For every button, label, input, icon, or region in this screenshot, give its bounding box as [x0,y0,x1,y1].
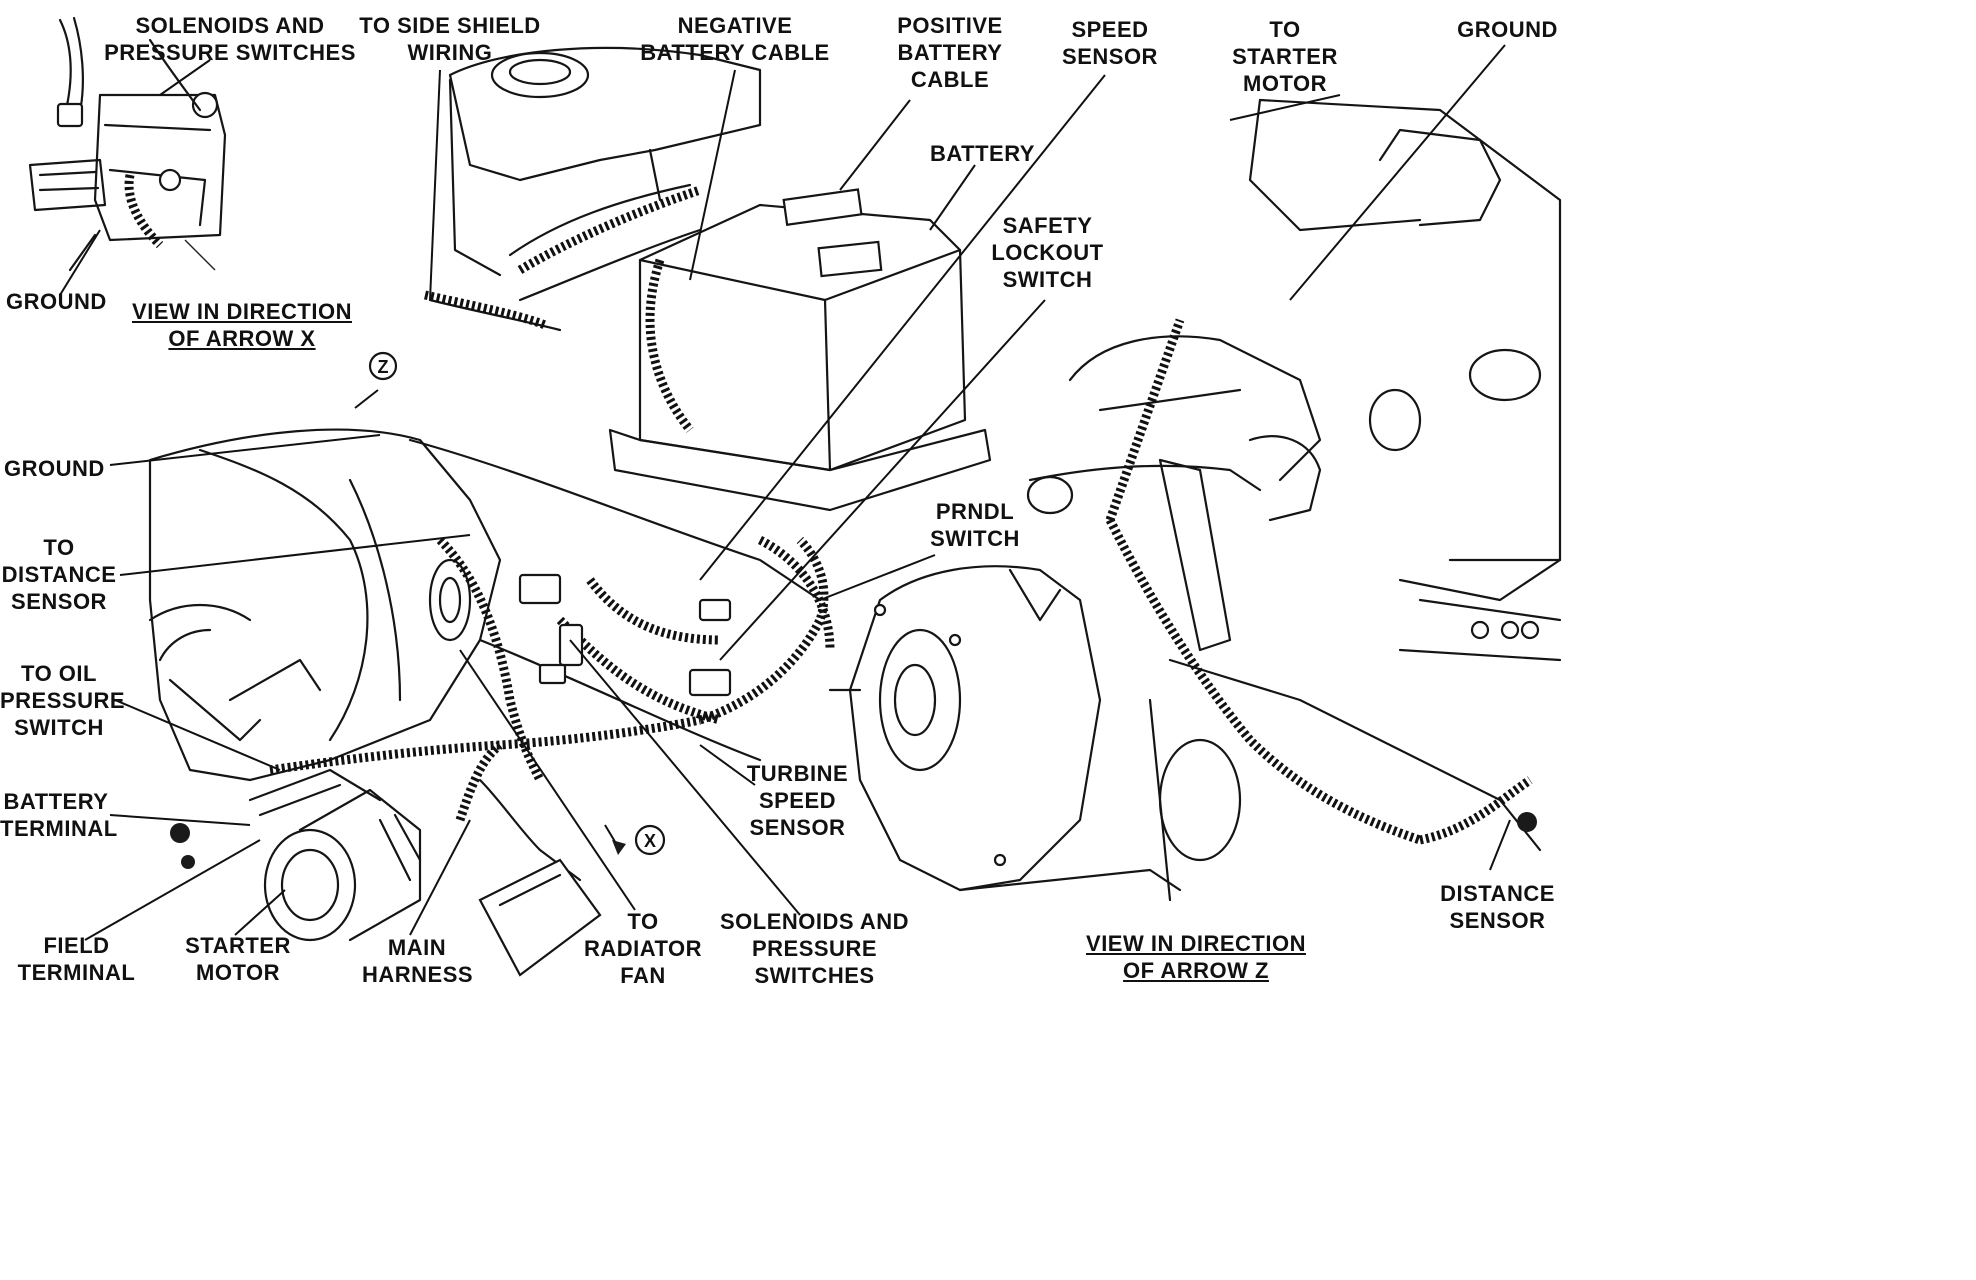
leader-ground-inset [59,229,101,296]
leader-distance-sensor [1489,819,1511,871]
label-battery-terminal: BATTERY TERMINAL [0,789,118,841]
label-negative-battery-cable: NEGATIVE BATTERY CABLE [640,13,830,65]
label-positive-battery-cable: POSITIVE BATTERY CABLE [897,13,1003,92]
label-to-starter-motor: TO STARTER MOTOR [1232,17,1338,96]
radiator-fan-connector [478,778,602,977]
leader-battery-terminal [109,814,251,826]
leader-solenoids-top [159,59,211,96]
main-harness-illustration [269,535,835,822]
transaxle-case-z-illustration [828,565,1182,892]
label-field-terminal: FIELD TERMINAL [17,933,136,985]
leader-side-shield [429,69,441,301]
leader-ground-left [109,434,381,466]
leader-radiator-fan [459,649,636,911]
air-cleaner-illustration [424,46,762,332]
leader-speed-sensor [699,74,1106,581]
leader-oil-pressure [114,699,281,771]
label-view-arrow-z: VIEW IN DIRECTION OF ARROW Z [1086,931,1306,983]
label-main-harness: MAIN HARNESS [362,935,474,987]
engine-block-z-illustration [1026,98,1562,902]
arrow-z-marker: Z [354,351,398,409]
label-speed-sensor: SPEED SENSOR [1062,17,1158,69]
label-to-oil-pressure-switch: TO OIL PRESSURE SWITCH [0,661,126,740]
battery-illustration [608,188,992,512]
arrow-x-letter: X [644,831,656,851]
label-solenoids-pressure-switches: SOLENOIDS AND PRESSURE SWITCHES [719,909,910,988]
leader-lines [59,44,1511,941]
leader-safety-lockout [719,299,1046,661]
leader-starter-motor [234,889,286,936]
label-battery: BATTERY [930,141,1035,166]
leader-positive-cable [839,99,911,191]
leader-to-starter [1229,94,1341,121]
leader-field-terminal [84,839,261,941]
label-ground-inset: GROUND [6,289,107,314]
label-view-arrow-x: VIEW IN DIRECTION OF ARROW X [132,299,352,351]
label-prndl-switch: PRNDL SWITCH [930,499,1020,551]
leader-ground-top-right [1289,44,1506,301]
leader-distance [119,534,471,576]
engine-wiring-diagram: X Z [28,16,1562,977]
label-to-radiator-fan: TO RADIATOR FAN [583,909,703,988]
label-starter-motor: STARTER MOTOR [185,933,291,985]
arrow-x-marker: X [604,824,666,856]
starter-motor-illustration [170,768,422,942]
label-ground-top-right: GROUND [1457,17,1558,42]
label-to-side-shield-wiring: TO SIDE SHIELD WIRING [359,13,541,65]
label-distance-sensor: DISTANCE SENSOR [1440,881,1555,933]
leader-main-harness [409,819,471,936]
leader-solenoids-bottom [569,639,801,916]
label-safety-lockout-switch: SAFETY LOCKOUT SWITCH [991,213,1104,292]
leader-negative-cable [689,69,736,281]
transaxle-illustration [148,428,822,782]
label-turbine-speed-sensor: TURBINE SPEED SENSOR [746,761,849,840]
leader-battery [929,164,976,231]
label-to-distance-sensor: TO DISTANCE SENSOR [1,535,117,614]
inset-arrow-x-illustration [28,16,227,272]
leader-prndl [819,554,936,601]
label-ground-left: GROUND [4,456,105,481]
label-solenoids-pressure-switches-inset: SOLENOIDS AND PRESSURE SWITCHES [104,13,356,65]
leader-turbine [699,744,756,786]
arrow-z-letter: Z [378,357,389,377]
